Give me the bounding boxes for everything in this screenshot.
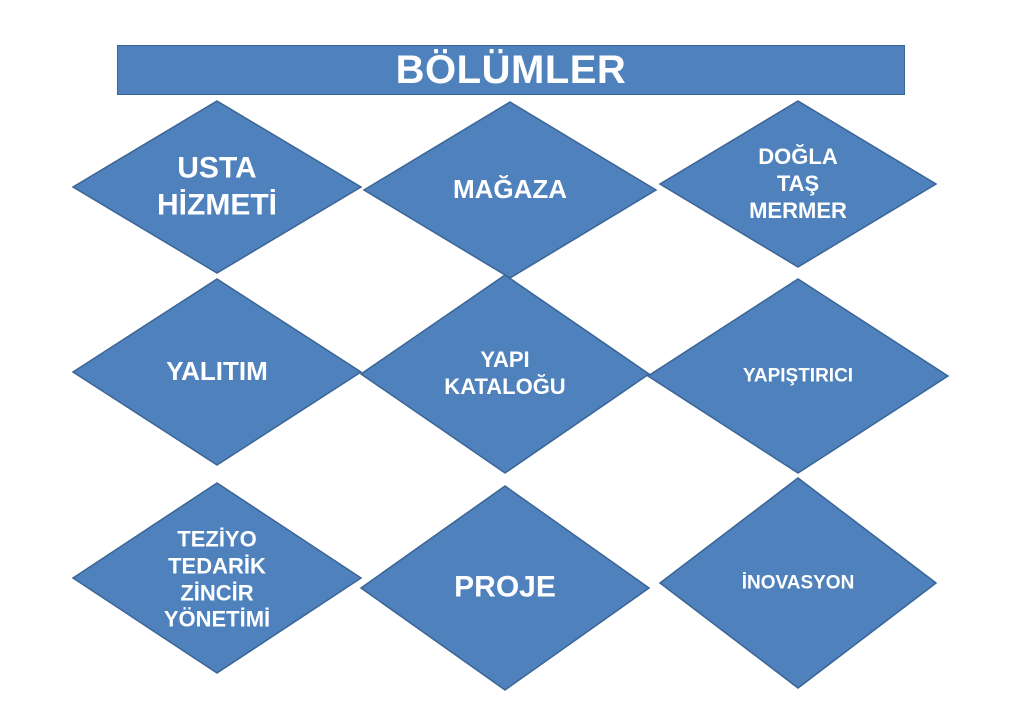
diamond-dogla-tas-mermer[interactable] bbox=[658, 100, 938, 268]
label-line: YAPIŞTIRICI bbox=[742, 365, 854, 387]
label-line: MERMER bbox=[749, 197, 847, 223]
label-line: DOĞLA bbox=[758, 143, 838, 169]
label-yalitim: YALITIM bbox=[166, 356, 268, 388]
diamond-yapi-katalogu[interactable] bbox=[359, 274, 651, 474]
diamond-yalitim[interactable] bbox=[71, 278, 363, 466]
label-yapistirici: YAPIŞTIRICI bbox=[743, 364, 853, 387]
page-title: BÖLÜMLER bbox=[395, 47, 627, 92]
label-proje: PROJE bbox=[454, 570, 556, 607]
label-dogla-tas-mermer: DOĞLA TAŞ MERMER bbox=[749, 144, 847, 224]
label-line: İNOVASYON bbox=[741, 572, 855, 594]
diamond-usta-hizmeti[interactable] bbox=[71, 100, 363, 274]
label-line: YALITIM bbox=[166, 356, 268, 387]
label-line: ZİNCİR bbox=[180, 580, 254, 605]
label-line: USTA bbox=[177, 151, 257, 185]
label-yapi-katalogu: YAPI KATALOĞU bbox=[444, 347, 565, 401]
label-line: HİZMETİ bbox=[157, 188, 277, 221]
diamond-inovasyon[interactable] bbox=[658, 477, 938, 689]
label-line: TAŞ bbox=[776, 170, 820, 196]
diamond-teziyo[interactable] bbox=[71, 482, 363, 674]
diamond-yapistirici[interactable] bbox=[646, 278, 950, 474]
label-line: MAĞAZA bbox=[452, 174, 568, 205]
title-banner: BÖLÜMLER bbox=[117, 45, 905, 95]
label-usta-hizmeti: USTA HİZMETİ bbox=[157, 150, 277, 223]
label-line: KATALOĞU bbox=[444, 374, 566, 399]
label-line: PROJE bbox=[454, 570, 556, 604]
label-line: TEZİYO bbox=[177, 526, 257, 552]
label-line: YAPI bbox=[480, 347, 530, 373]
label-inovasyon: İNOVASYON bbox=[742, 571, 855, 594]
label-line: TEDARİK bbox=[168, 553, 266, 579]
label-magaza: MAĞAZA bbox=[453, 174, 567, 206]
label-teziyo: TEZİYO TEDARİK ZİNCİR YÖNETİMİ bbox=[164, 526, 270, 633]
diamond-proje[interactable] bbox=[359, 485, 651, 691]
label-line: YÖNETİMİ bbox=[163, 606, 271, 632]
